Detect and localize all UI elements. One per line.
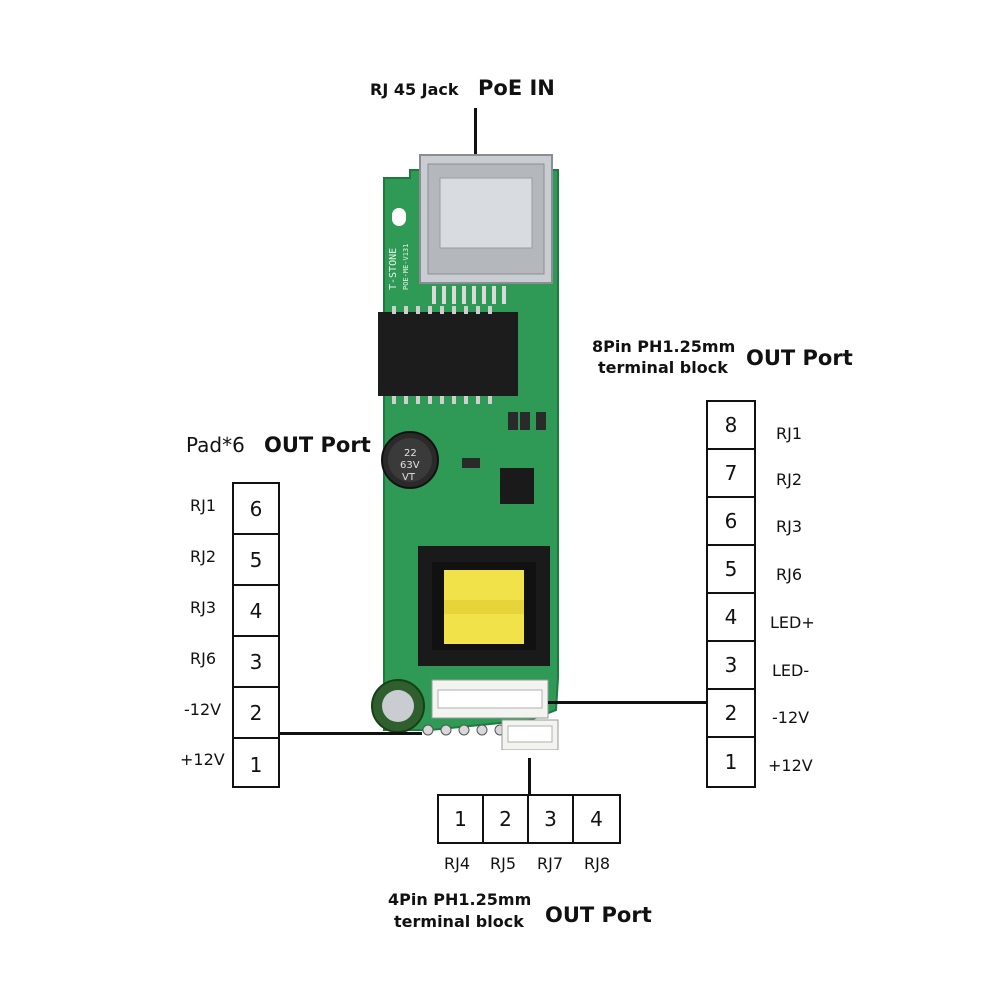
bridge-ic [500, 468, 534, 504]
cap-line2: 63V [400, 460, 420, 471]
left-block-title-b: OUT Port [264, 433, 371, 457]
left-signal-6: RJ1 [190, 496, 217, 515]
bottom-signal-2: RJ5 [490, 854, 517, 873]
right-signal-8: RJ1 [776, 424, 803, 443]
bottom-pin-4: 4 [590, 807, 603, 831]
poe-in-label: PoE IN [478, 76, 555, 100]
bottom-block-title-a-1: 4Pin PH1.25mm [388, 890, 532, 909]
bottom-pin-3: 3 [529, 796, 575, 842]
right-signal-4: LED+ [770, 613, 815, 632]
rj45-jack-label: RJ 45 Jack [370, 80, 459, 99]
cap-line3: VT [402, 472, 416, 483]
left-pin-5: 5 [234, 535, 278, 586]
left-pin-4: 4 [234, 586, 278, 637]
left-signal-4: RJ3 [190, 598, 217, 617]
right-pin-1: 1 [724, 750, 738, 774]
right-pin-7: 7 [708, 450, 754, 498]
pcb-slot [392, 208, 406, 226]
right-block-title-a-2: terminal block [598, 358, 728, 377]
left-pin-table: 6 5 4 3 2 1 [232, 482, 280, 788]
poe-in-wire [474, 108, 477, 158]
left-signal-5: RJ2 [190, 547, 217, 566]
left-wire [280, 732, 422, 735]
right-block-title-b: OUT Port [746, 346, 853, 370]
bottom-block-title-a-2: terminal block [394, 912, 524, 931]
bottom-pin-2: 2 [484, 796, 530, 842]
silk-brand: T-STONE [388, 248, 399, 290]
magnetics-module [378, 312, 518, 396]
left-pin-6: 6 [234, 484, 278, 535]
left-signal-3: RJ6 [190, 649, 217, 668]
right-pin-table: 8 7 6 5 4 3 2 1 [706, 400, 756, 788]
pcb-board: T-STONE POE-ME-V131 22 63V VT [371, 154, 559, 750]
left-pin-1: 1 [249, 752, 263, 777]
bottom-signal-3: RJ7 [537, 854, 564, 873]
right-block-title-a-1: 8Pin PH1.25mm [592, 337, 736, 356]
cap-line1: 22 [404, 448, 417, 459]
left-signal-2: -12V [184, 700, 222, 719]
left-pin-2: 2 [234, 688, 278, 739]
right-signal-6: RJ3 [776, 517, 803, 536]
right-signal-3: LED- [772, 661, 810, 680]
left-signal-1: +12V [180, 750, 225, 769]
right-signal-1: +12V [768, 756, 813, 775]
right-pin-6: 6 [708, 498, 754, 546]
bottom-pin-table: 1 2 3 4 [437, 794, 621, 844]
bottom-signal-1: RJ4 [444, 854, 471, 873]
bottom-signal-4: RJ8 [584, 854, 611, 873]
right-signal-7: RJ2 [776, 470, 803, 489]
bottom-block-title-b: OUT Port [545, 903, 652, 927]
left-pin-3: 3 [234, 637, 278, 688]
bottom-wire [528, 758, 531, 794]
right-signal-2: -12V [772, 708, 810, 727]
right-wire [548, 701, 706, 704]
right-pin-4: 4 [708, 594, 754, 642]
right-pin-2: 2 [708, 690, 754, 738]
silk-model: POE-ME-V131 [402, 244, 410, 290]
right-pin-5: 5 [708, 546, 754, 594]
right-pin-8: 8 [708, 402, 754, 450]
left-block-title-a: Pad*6 [186, 433, 245, 457]
right-signal-5: RJ6 [776, 565, 803, 584]
bottom-pin-1: 1 [439, 796, 485, 842]
right-pin-3: 3 [708, 642, 754, 690]
